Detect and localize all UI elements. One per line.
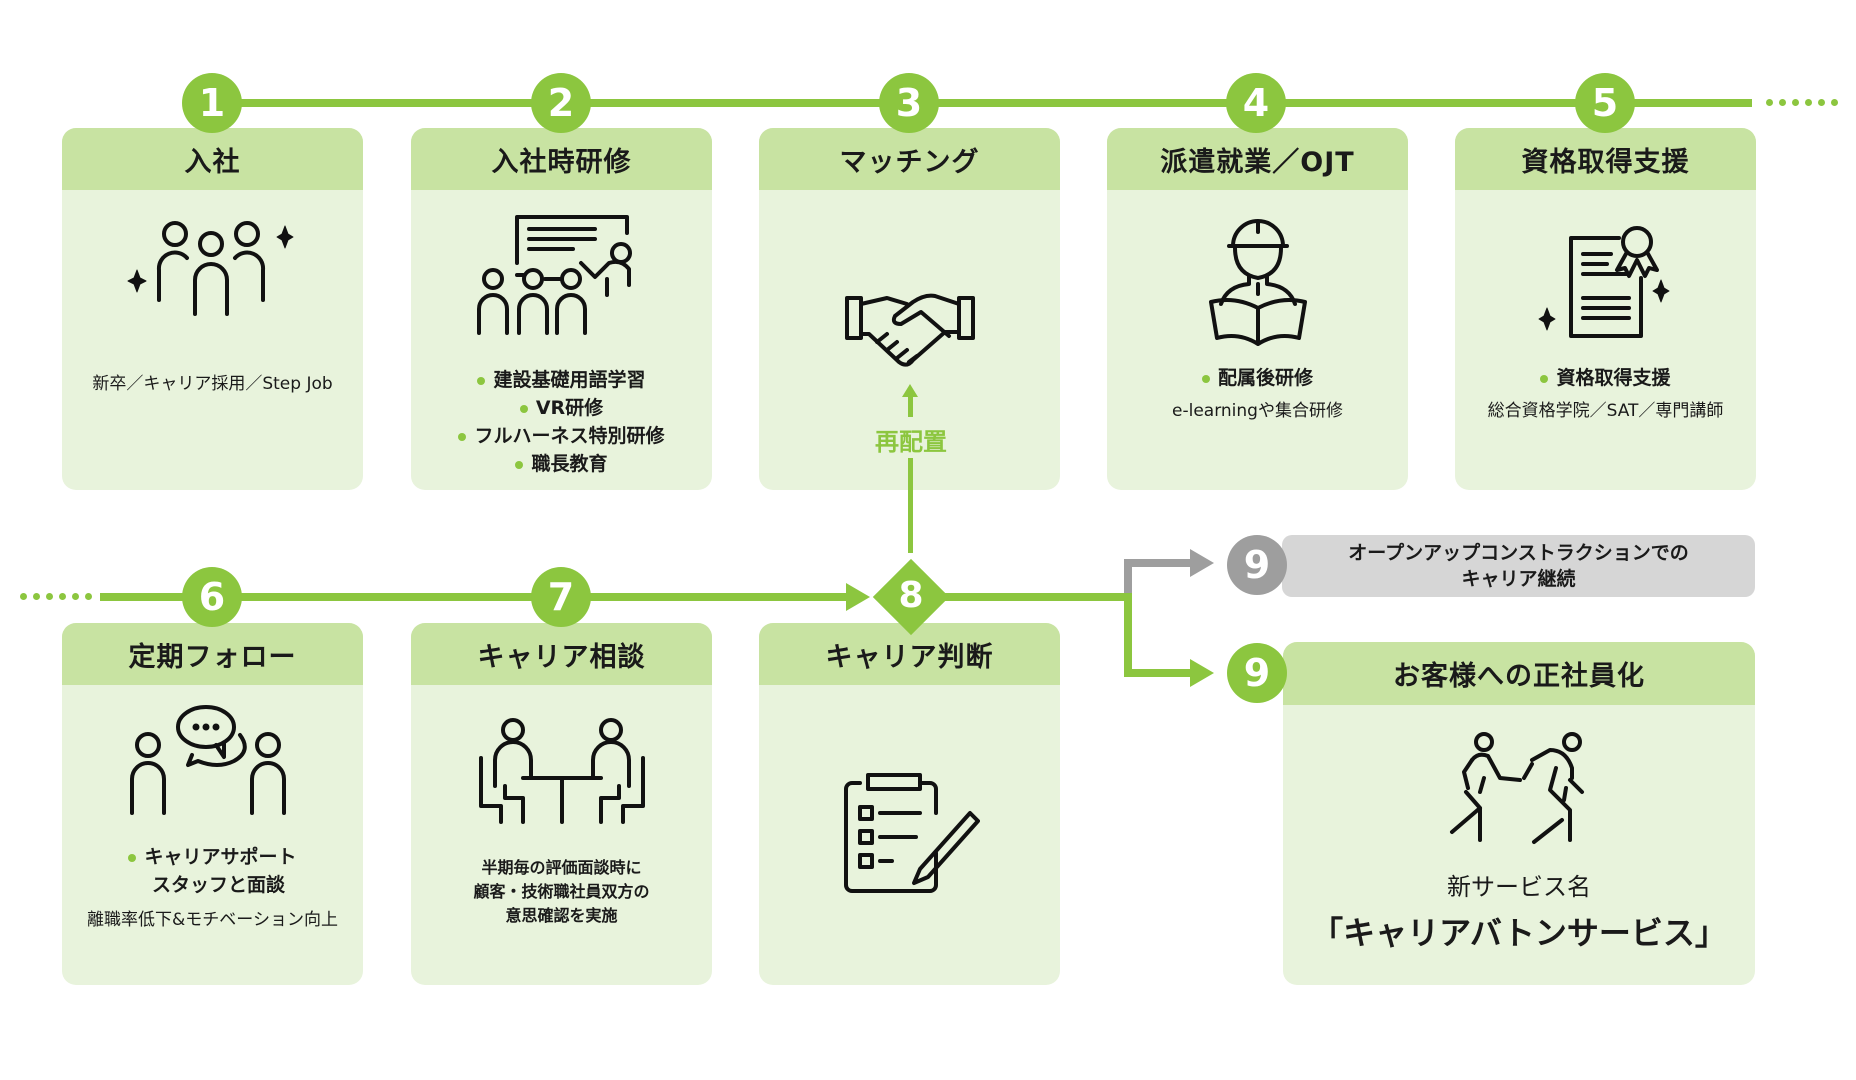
step-title: キャリア判断 bbox=[759, 623, 1060, 685]
step-card-1: 入社 新卒／キャリア採用／Step Job bbox=[62, 128, 363, 490]
timeline-top bbox=[212, 99, 1752, 107]
step-card-3: マッチング bbox=[759, 128, 1060, 490]
outcome-subtitle: 新サービス名 bbox=[1447, 873, 1591, 901]
bullet-icon bbox=[128, 853, 137, 862]
step-card-5: 資格取得支援 資格取得支援 総合資格学院／SAT／専門講師 bbox=[1455, 128, 1756, 490]
step-title: 入社 bbox=[62, 128, 363, 190]
relocate-arrowhead bbox=[902, 384, 918, 397]
branch-gray-vertical bbox=[1124, 559, 1132, 597]
bullet-icon bbox=[1540, 374, 1549, 383]
step-desc: 離職率低下&モチベーション向上 bbox=[87, 910, 338, 930]
worker-reading-icon bbox=[1208, 219, 1307, 346]
handshake-icon bbox=[844, 293, 975, 367]
bullet-icon bbox=[477, 376, 486, 385]
relocate-line bbox=[908, 458, 913, 553]
step-card-6: 定期フォロー キャリアサポート スタッフと面談 離職率低下&モチベーション向上 bbox=[62, 623, 363, 985]
step-bullet: 資格取得支援 bbox=[1455, 364, 1756, 392]
step-7-number: 7 bbox=[531, 567, 591, 627]
step-desc: 顧客・技術職社員双方の bbox=[473, 882, 650, 901]
step-desc: 半期毎の評価面談時に bbox=[481, 858, 642, 877]
presentation-icon bbox=[476, 215, 632, 335]
relocate-arrow-shaft bbox=[908, 395, 913, 417]
branch-gray-horizontal bbox=[1124, 559, 1194, 567]
step-desc: 総合資格学院／SAT／専門講師 bbox=[1487, 401, 1724, 421]
certificate-icon bbox=[1538, 226, 1669, 338]
decision-out-line bbox=[911, 593, 1132, 601]
outcome-alt-number: 9 bbox=[1227, 535, 1287, 595]
bullet-icon bbox=[519, 404, 528, 413]
bullet-icon bbox=[515, 460, 524, 469]
step-title: 定期フォロー bbox=[62, 623, 363, 685]
bullet-icon bbox=[458, 432, 467, 441]
step-5-number: 5 bbox=[1575, 73, 1635, 133]
step-title: 資格取得支援 bbox=[1455, 128, 1756, 190]
outcome-main-card: お客様への正社員化 新サービス名 「キャリアバトンサービス」 bbox=[1283, 642, 1755, 985]
step-card-2: 入社時研修 建設基礎用語学習 VR研修 フルハーネス特別研修 職長教育 bbox=[411, 128, 712, 490]
step-bullet: 職長教育 bbox=[411, 450, 712, 478]
checklist-icon bbox=[843, 773, 980, 893]
step-desc: 意思確認を実施 bbox=[505, 906, 618, 925]
step-title: 派遣就業／OJT bbox=[1107, 128, 1408, 190]
conversation-icon bbox=[129, 705, 286, 815]
step-title: マッチング bbox=[759, 128, 1060, 190]
step-bullet: フルハーネス特別研修 bbox=[411, 422, 712, 450]
step-bullet-cont: スタッフと面談 bbox=[151, 874, 285, 896]
branch-gray-arrowhead bbox=[1190, 549, 1214, 577]
step-4-number: 4 bbox=[1226, 73, 1286, 133]
step-title: キャリア相談 bbox=[411, 623, 712, 685]
step-3-number: 3 bbox=[879, 73, 939, 133]
relay-baton-icon bbox=[1450, 732, 1584, 844]
bullet-icon bbox=[1201, 374, 1210, 383]
outcome-alt-line-2: キャリア継続 bbox=[1461, 568, 1576, 590]
step-desc: 新卒／キャリア採用／Step Job bbox=[92, 374, 333, 394]
step-bullet: 配属後研修 bbox=[1107, 364, 1408, 392]
step-bullet: キャリアサポート bbox=[62, 843, 363, 871]
step-bullet: VR研修 bbox=[411, 394, 712, 422]
step-title: 入社時研修 bbox=[411, 128, 712, 190]
timeline-bottom bbox=[100, 593, 860, 601]
meeting-table-icon bbox=[478, 718, 645, 824]
step-card-7: キャリア相談 半期毎の評価面談時に 顧客・技術職社員双方の 意思確認を実施 bbox=[411, 623, 712, 985]
people-sparkle-icon bbox=[127, 221, 293, 316]
outcome-alt-line-1: オープンアップコンストラクションでの bbox=[1348, 542, 1689, 564]
step-card-8: キャリア判断 bbox=[759, 623, 1060, 985]
step-6-number: 6 bbox=[182, 567, 242, 627]
step-bullet: 建設基礎用語学習 bbox=[411, 366, 712, 394]
outcome-service-name: 「キャリアバトンサービス」 bbox=[1311, 914, 1727, 952]
branch-green-vertical bbox=[1124, 593, 1132, 677]
step-2-number: 2 bbox=[531, 73, 591, 133]
outcome-alt-bar: オープンアップコンストラクションでの キャリア継続 bbox=[1282, 535, 1755, 597]
step-card-4: 派遣就業／OJT 配属後研修 e-learningや集合研修 bbox=[1107, 128, 1408, 490]
timeline-resume-dots bbox=[20, 593, 92, 600]
branch-green-horizontal bbox=[1124, 669, 1194, 677]
outcome-main-title: お客様への正社員化 bbox=[1283, 642, 1755, 705]
timeline-continue-dots bbox=[1766, 99, 1838, 106]
step-1-number: 1 bbox=[182, 73, 242, 133]
outcome-main-number: 9 bbox=[1227, 643, 1287, 703]
arrow-to-decision bbox=[846, 583, 870, 611]
relocate-label: 再配置 bbox=[875, 428, 947, 456]
step-8-number: 8 bbox=[898, 575, 924, 616]
step-desc: e-learningや集合研修 bbox=[1172, 401, 1343, 421]
branch-green-arrowhead bbox=[1190, 659, 1214, 687]
